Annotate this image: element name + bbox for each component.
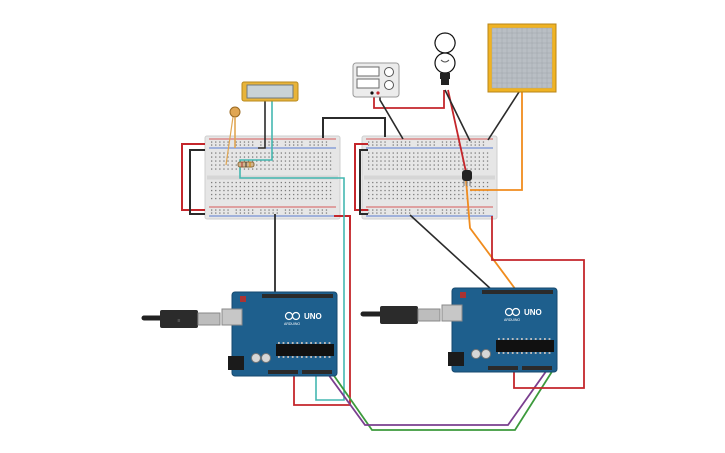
power-header (488, 366, 518, 370)
capacitor (261, 353, 271, 363)
wire-black-bulb[interactable] (444, 89, 471, 142)
wire-red-left-arduino[interactable] (293, 230, 351, 406)
light-bulb[interactable] (434, 32, 456, 85)
capacitor (251, 353, 261, 363)
graph-display[interactable] (487, 23, 557, 93)
lcd-module[interactable] (241, 81, 299, 102)
potentiometer[interactable] (225, 106, 241, 166)
wire-red-bulb[interactable] (373, 90, 445, 109)
wire-black-left-to-right-bb[interactable] (322, 117, 386, 138)
wire-black-left-rail[interactable] (189, 149, 205, 215)
brand-label: ARDUINO (284, 322, 300, 326)
breadboard-holes (211, 141, 332, 214)
wire-red-right-arduino[interactable] (491, 216, 585, 389)
svg-text:≡: ≡ (178, 318, 181, 324)
wire-black-right-arduino[interactable] (409, 214, 493, 291)
power-jack (228, 356, 244, 370)
usb-port (221, 308, 243, 326)
board-model-label: UNO (524, 308, 542, 317)
reset-button[interactable] (460, 292, 466, 298)
wire-orange-transistor[interactable] (465, 179, 517, 291)
brand-label: ARDUINO (504, 318, 520, 322)
arduino-uno-left[interactable]: UNO ARDUINO (221, 291, 338, 377)
wire-black-display[interactable] (487, 91, 520, 141)
usb-port (441, 304, 463, 322)
wire-green-serial[interactable] (329, 369, 554, 431)
capacitor (481, 349, 491, 359)
arduino-uno-right[interactable]: UNO ARDUINO (441, 287, 558, 373)
wire-red-right-rail[interactable] (354, 143, 368, 211)
power-supply[interactable] (352, 62, 400, 98)
breadboard-right[interactable] (361, 135, 498, 220)
board-model-label: UNO (304, 312, 322, 321)
display-grid (491, 27, 553, 89)
wire-orange-display[interactable] (470, 92, 523, 191)
wire-black-right-rail[interactable] (359, 149, 368, 215)
digital-header (482, 290, 553, 294)
atmega-chip (496, 340, 554, 352)
wire-red-left-bottom[interactable] (334, 215, 351, 230)
atmega-chip (276, 344, 334, 356)
analog-header (522, 366, 552, 370)
arduino-logo (284, 311, 301, 321)
resistor[interactable] (237, 161, 255, 168)
arduino-logo (504, 307, 521, 317)
wire-purple-serial[interactable] (324, 369, 548, 426)
power-header (268, 370, 298, 374)
wires-layer (181, 89, 585, 431)
power-jack (448, 352, 464, 366)
digital-header (262, 294, 333, 298)
usb-cable-left[interactable]: ≡ (141, 310, 221, 328)
wire-teal-lcd[interactable] (239, 100, 345, 401)
transistor[interactable] (462, 170, 472, 186)
usb-cable-right[interactable] (360, 306, 441, 324)
wire-black-lcd[interactable] (258, 100, 266, 149)
capacitor (471, 349, 481, 359)
analog-header (302, 370, 332, 374)
reset-button[interactable] (240, 296, 246, 302)
wire-red-left-rail[interactable] (181, 143, 205, 211)
